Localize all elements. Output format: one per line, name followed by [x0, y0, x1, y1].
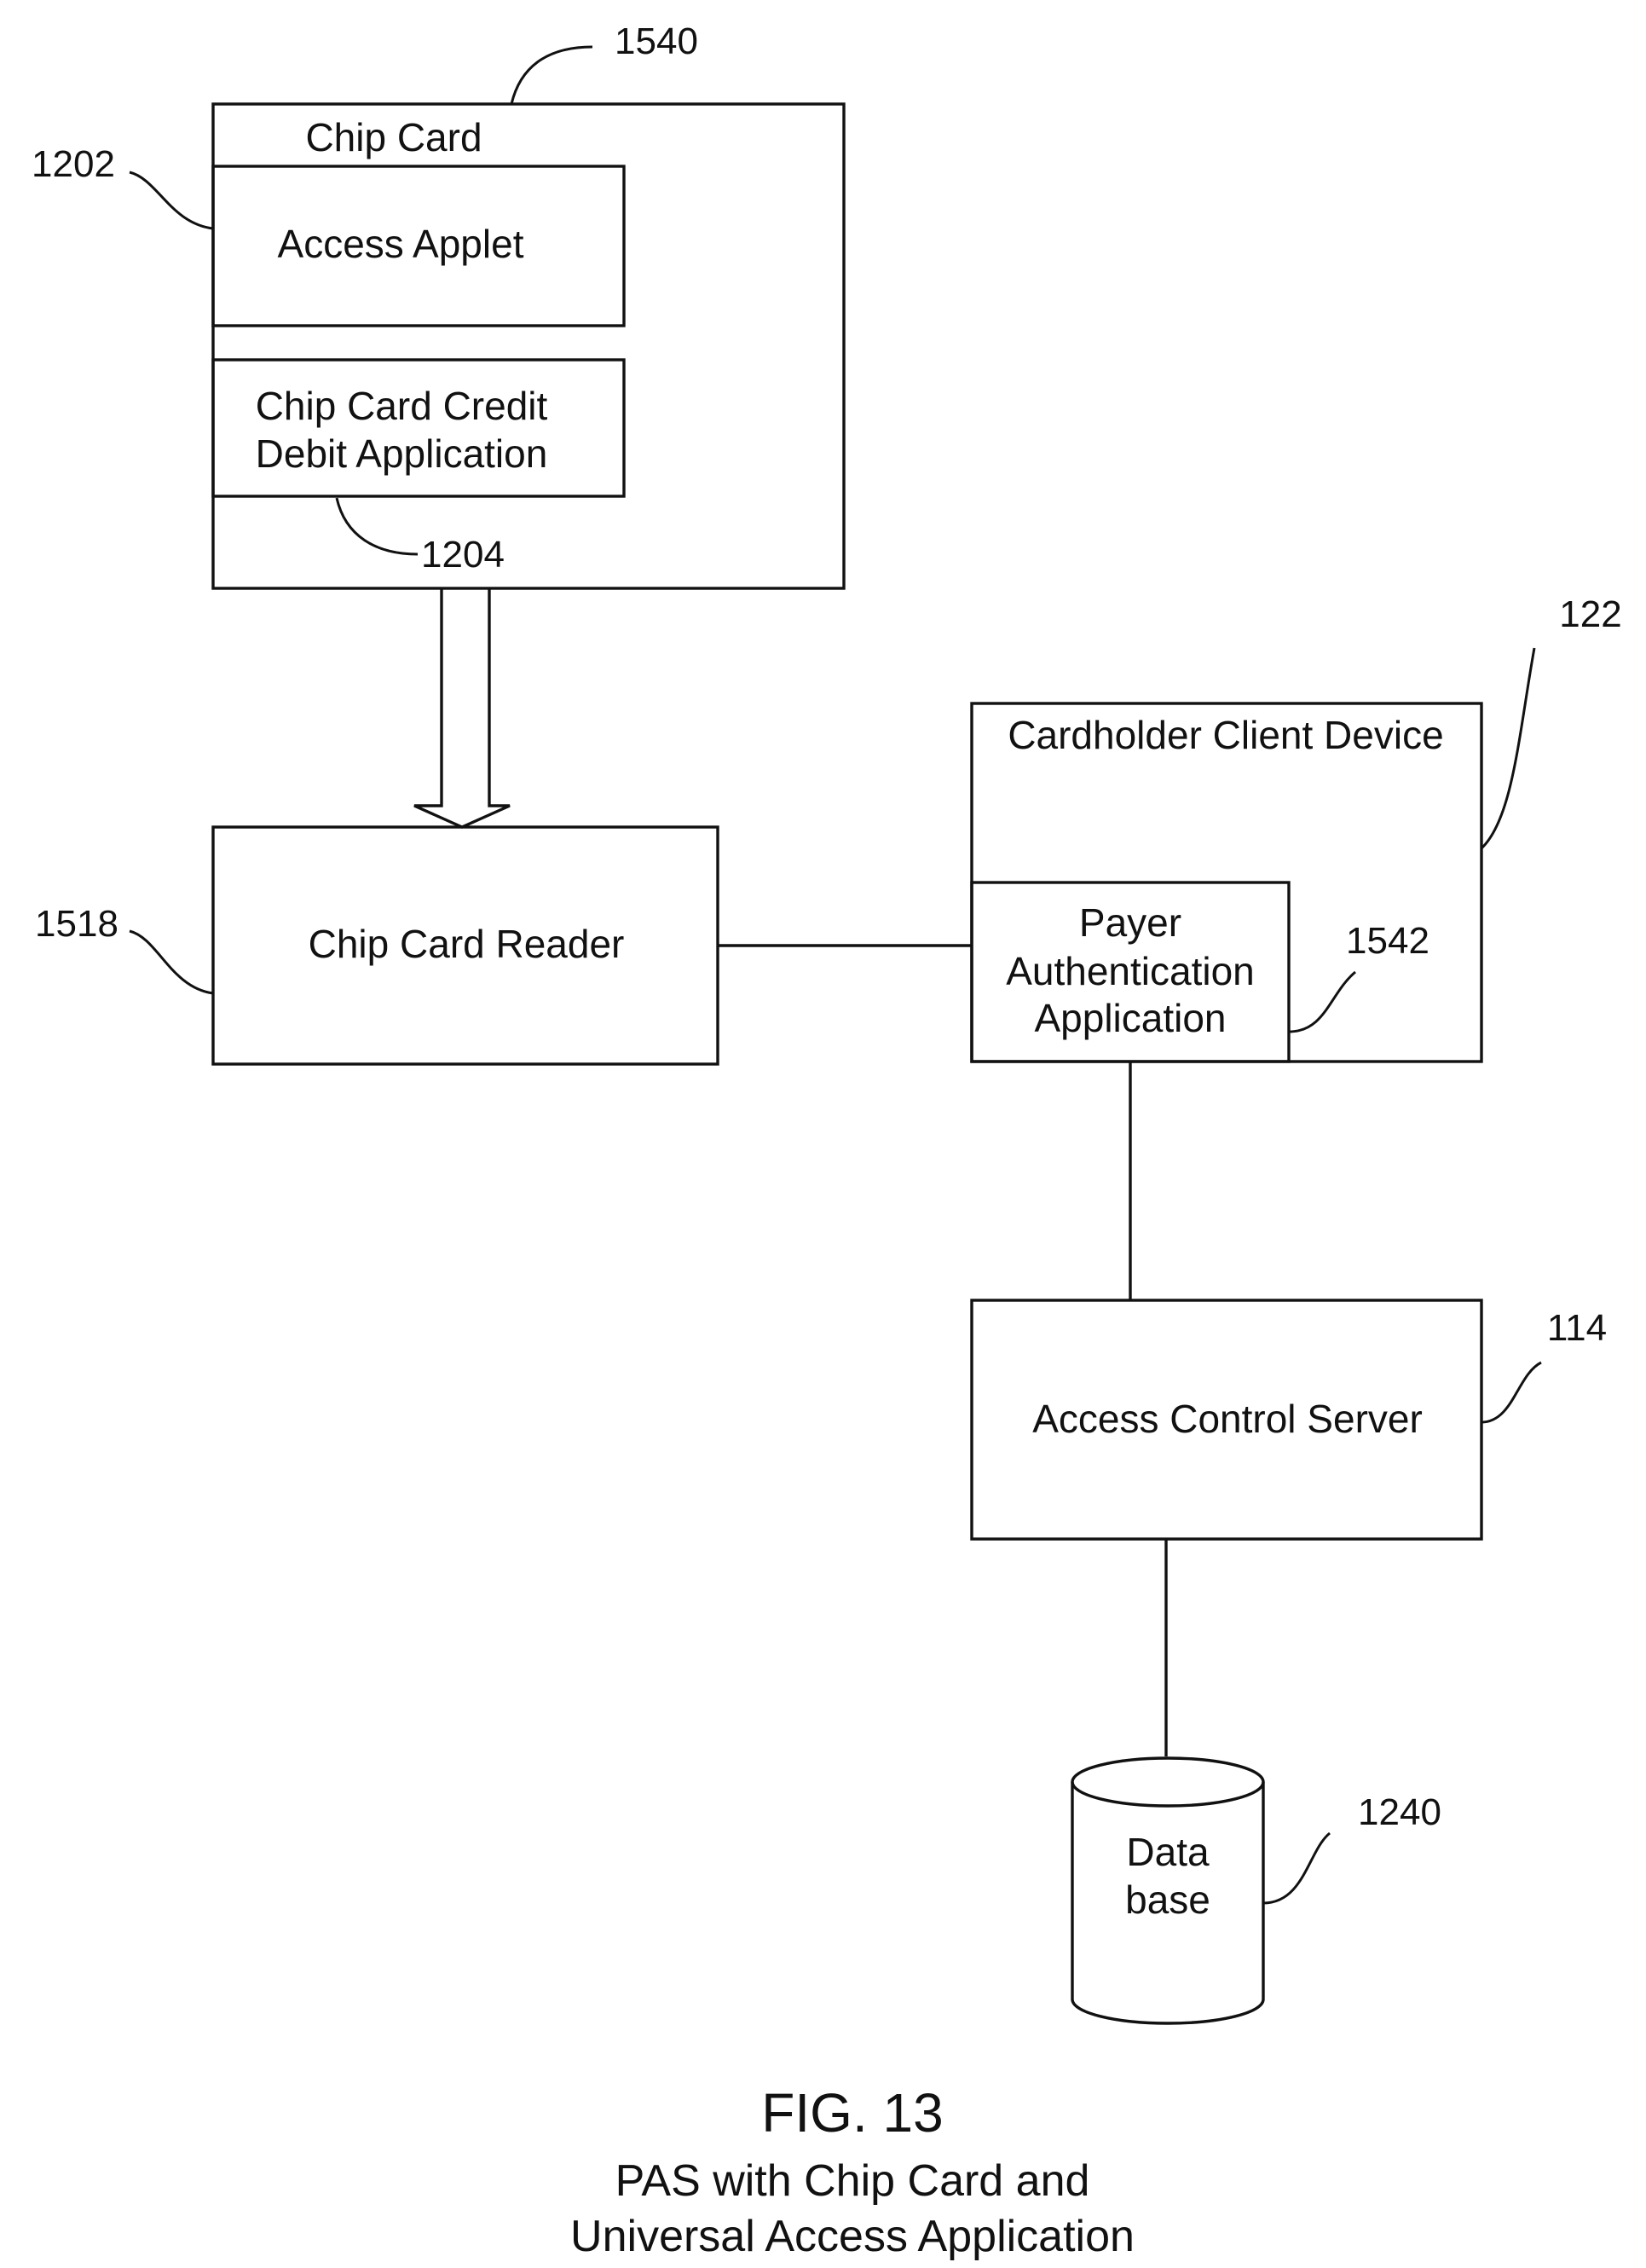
- access-applet-ref-leader: [130, 172, 213, 229]
- credit-debit-application-label-line1: Chip Card Credit: [256, 384, 548, 428]
- database-label-line1: Data: [1126, 1830, 1210, 1874]
- database-label-line2: base: [1125, 1877, 1210, 1922]
- cardholder-client-device-ref: 122: [1559, 593, 1621, 635]
- access-control-server-label: Access Control Server: [1032, 1397, 1423, 1441]
- figure-caption-line2: Universal Access Application: [570, 2212, 1135, 2261]
- chip-card-reader-ref-leader: [130, 931, 213, 993]
- chip-card-reader-label: Chip Card Reader: [309, 922, 625, 966]
- credit-debit-application-ref: 1204: [421, 534, 505, 576]
- chip-card-label: Chip Card: [305, 115, 482, 159]
- database-cylinder-top: [1072, 1758, 1263, 1806]
- payer-authentication-application-ref: 1542: [1346, 920, 1429, 962]
- payer-authentication-application-ref-leader: [1289, 972, 1355, 1032]
- credit-debit-application-box: [213, 360, 624, 496]
- access-control-server-group: Access Control Server 114: [972, 1300, 1607, 1539]
- access-applet-label: Access Applet: [278, 222, 524, 266]
- chip-card-group: Chip Card 1540: [213, 20, 844, 588]
- chip-card-ref-leader: [511, 47, 592, 104]
- chip-card-reader-ref: 1518: [35, 903, 118, 945]
- cardholder-client-device-label: Cardholder Client Device: [1008, 713, 1443, 757]
- database-ref-leader: [1263, 1833, 1330, 1903]
- access-control-server-ref-leader: [1481, 1363, 1541, 1422]
- database-ref: 1240: [1358, 1791, 1441, 1833]
- credit-debit-application-group: Chip Card Credit Debit Application 1204: [213, 360, 624, 576]
- chip-card-to-reader-arrow: [414, 588, 510, 827]
- figure-title: FIG. 13: [761, 2082, 943, 2144]
- payer-authentication-application-label-line2: Authentication: [1006, 949, 1255, 993]
- chip-card-ref: 1540: [615, 20, 698, 62]
- credit-debit-application-ref-leader: [337, 498, 418, 554]
- access-applet-group: Access Applet 1202: [32, 143, 624, 326]
- cardholder-client-device-ref-leader: [1481, 648, 1534, 848]
- access-control-server-ref: 114: [1547, 1307, 1607, 1349]
- figure-caption-group: FIG. 13 PAS with Chip Card and Universal…: [570, 2082, 1135, 2261]
- database-group: Data base 1240: [1072, 1758, 1441, 2023]
- payer-authentication-application-group: Payer Authentication Application 1542: [972, 882, 1429, 1062]
- payer-authentication-application-label-line3: Application: [1034, 996, 1226, 1040]
- access-applet-ref: 1202: [32, 143, 115, 185]
- chip-card-reader-group: Chip Card Reader 1518: [35, 827, 718, 1064]
- chip-card-box: [213, 104, 844, 588]
- payer-authentication-application-label-line1: Payer: [1079, 900, 1181, 945]
- figure-caption-line1: PAS with Chip Card and: [615, 2156, 1090, 2206]
- credit-debit-application-label-line2: Debit Application: [256, 431, 548, 476]
